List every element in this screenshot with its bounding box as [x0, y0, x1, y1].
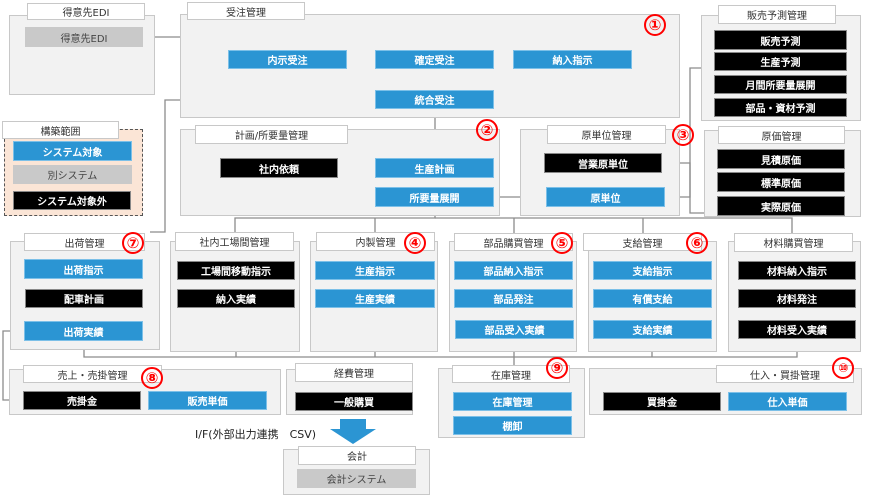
- order-item-1[interactable]: 内示受注: [228, 50, 347, 69]
- stock-number-badge: ⑨: [546, 357, 568, 379]
- material-item-1[interactable]: 材料納入指示: [738, 261, 856, 280]
- supply-item-1[interactable]: 支給指示: [593, 261, 712, 280]
- forecast-item-3[interactable]: 月間所要量展開: [714, 75, 847, 94]
- unit-number-badge: ③: [672, 124, 694, 146]
- expense-item-1[interactable]: 一般購買: [295, 392, 413, 411]
- accounting-title: 会計: [298, 446, 416, 465]
- parts-item-3[interactable]: 部品受入実績: [455, 320, 574, 339]
- stock-title: 在庫管理: [452, 365, 570, 383]
- expense-title: 経費管理: [295, 363, 413, 382]
- ship-item-3[interactable]: 出荷実績: [24, 321, 143, 341]
- unit-item-2[interactable]: 原単位: [546, 187, 665, 207]
- inhouse-item-1[interactable]: 生産指示: [315, 261, 435, 280]
- order-title: 受注管理: [187, 2, 305, 20]
- accounting-item-1[interactable]: 会計システム: [297, 469, 416, 488]
- down-arrow-icon: [330, 419, 376, 444]
- unit-title: 原単位管理: [547, 125, 666, 144]
- order-item-2[interactable]: 確定受注: [375, 50, 494, 69]
- supply-number-badge: ⑥: [686, 232, 708, 254]
- purchase-number-badge: ⑩: [832, 357, 854, 379]
- material-item-3[interactable]: 材料受入実績: [738, 320, 856, 339]
- legend-item-1[interactable]: システム対象: [13, 141, 132, 161]
- forecast-item-1[interactable]: 販売予測: [714, 30, 847, 50]
- factory-title: 社内工場間管理: [175, 232, 294, 251]
- edi-item-1[interactable]: 得意先EDI: [25, 27, 143, 47]
- cost-item-3[interactable]: 実際原価: [717, 196, 845, 216]
- material-title: 材料購買管理: [734, 233, 853, 252]
- stock-item-2[interactable]: 棚卸: [453, 416, 572, 435]
- order-item-4[interactable]: 統合受注: [375, 90, 494, 109]
- legend-title: 構築範囲: [2, 121, 119, 139]
- plan-item-3[interactable]: 所要量展開: [375, 187, 494, 207]
- parts-number-badge: ⑤: [551, 232, 573, 254]
- order-item-3[interactable]: 納入指示: [513, 50, 632, 69]
- ship-number-badge: ⑦: [122, 232, 144, 254]
- parts-item-2[interactable]: 部品発注: [454, 289, 573, 308]
- unit-item-1[interactable]: 営業原単位: [544, 153, 662, 173]
- sales-item-2[interactable]: 販売単価: [148, 391, 267, 410]
- forecast-title: 販売予測管理: [718, 5, 836, 24]
- legend-item-2[interactable]: 別システム: [13, 165, 132, 184]
- material-item-2[interactable]: 材料発注: [738, 289, 856, 308]
- factory-item-1[interactable]: 工場間移動指示: [177, 261, 295, 280]
- legend-item-3[interactable]: システム対象外: [13, 191, 131, 210]
- forecast-item-4[interactable]: 部品・資材予測: [714, 98, 847, 117]
- factory-item-2[interactable]: 納入実績: [177, 289, 295, 308]
- plan-title: 計画/所要量管理: [195, 125, 348, 144]
- inhouse-item-2[interactable]: 生産実績: [315, 289, 435, 308]
- ship-item-1[interactable]: 出荷指示: [24, 259, 143, 279]
- supply-item-3[interactable]: 支給実績: [593, 320, 712, 339]
- purchase-title: 仕入・買掛管理: [716, 365, 854, 383]
- parts-item-1[interactable]: 部品納入指示: [454, 261, 573, 280]
- plan-item-2[interactable]: 生産計画: [375, 158, 494, 178]
- sales-number-badge: ⑧: [141, 367, 163, 389]
- supply-item-2[interactable]: 有償支給: [593, 289, 712, 308]
- edi-title: 得意先EDI: [27, 3, 145, 20]
- sales-item-1[interactable]: 売掛金: [23, 391, 141, 410]
- stock-item-1[interactable]: 在庫管理: [453, 392, 572, 411]
- ship-title: 出荷管理: [24, 233, 145, 251]
- ship-item-2[interactable]: 配車計画: [25, 289, 143, 308]
- purchase-item-2[interactable]: 仕入単価: [728, 392, 847, 411]
- inhouse-number-badge: ④: [404, 232, 426, 254]
- interface-label: I/F(外部出力連携 CSV): [195, 428, 317, 441]
- supply-title: 支給管理: [583, 233, 702, 251]
- cost-item-2[interactable]: 標準原価: [717, 172, 845, 192]
- cost-item-1[interactable]: 見積原価: [717, 149, 845, 169]
- plan-number-badge: ②: [476, 119, 498, 141]
- forecast-item-2[interactable]: 生産予測: [714, 52, 847, 71]
- order-number-badge: ①: [644, 14, 666, 36]
- plan-item-1[interactable]: 社内依頼: [220, 158, 338, 178]
- purchase-item-1[interactable]: 買掛金: [603, 392, 721, 411]
- cost-title: 原価管理: [718, 126, 845, 144]
